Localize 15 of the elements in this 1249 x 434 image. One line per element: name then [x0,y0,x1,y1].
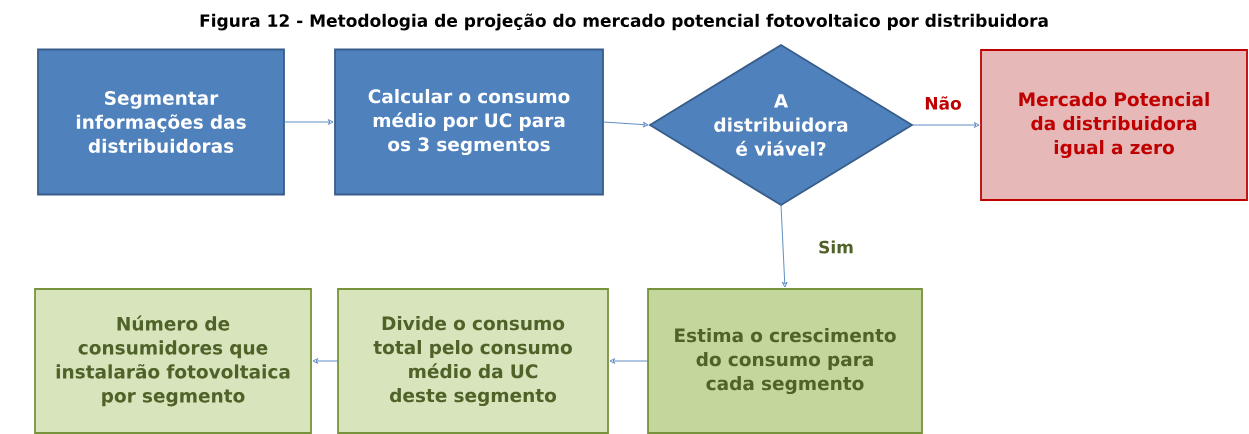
edge-label: Sim [819,240,853,254]
arrow [780,204,788,288]
process-box: Número de consumidores que instalarão fotovoltaica por segmento [34,288,312,434]
arrow [609,358,649,364]
arrow [911,122,980,128]
process-box: Calcular o consumo médio por UC para os 3 segmentos [334,48,604,196]
process-box: Divide o consumo total pelo consumo médio da UC deste segmento [337,288,609,434]
process-box: Estima o crescimento do consumo para cada segmento [647,288,923,434]
figure-title: Figura 12 - Metodologia de projeção do mercado potencial fotovoltaico por distribuidora [200,13,1048,31]
edge-label: Não [925,96,961,110]
process-box: Segmentar informações das distribuidoras [37,48,285,196]
arrow [283,119,334,125]
arrow [312,358,339,364]
result-box: Mercado Potencial da distribuidora igual a zero [980,49,1248,201]
arrow [602,121,649,128]
